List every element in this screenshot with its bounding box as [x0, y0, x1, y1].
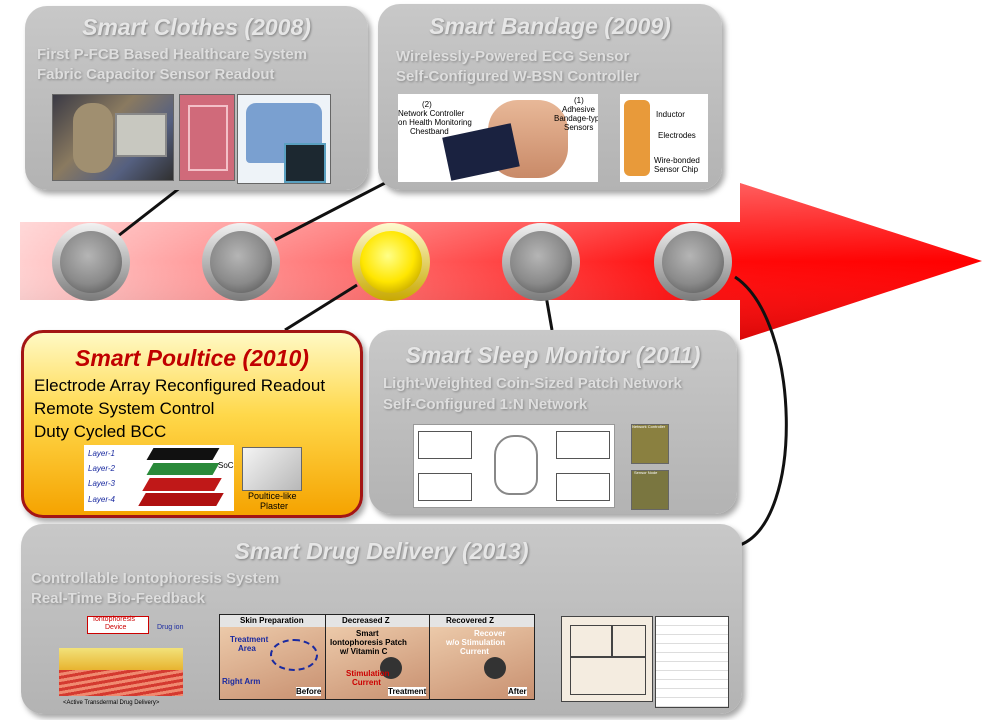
panel-line: Fabric Capacitor Sensor Readout: [37, 66, 275, 83]
connector-bandage: [274, 181, 386, 242]
shirt-photo: [237, 94, 331, 184]
timeline-node-2008: [52, 223, 130, 301]
panel-title: Smart Clothes (2008): [82, 14, 311, 40]
timeline-node-2011: [502, 223, 580, 301]
panel-line: Wirelessly-Powered ECG Sensor: [396, 48, 630, 65]
sensor-chip-photo: Inductor Electrodes Wire-bonded Sensor C…: [620, 94, 708, 182]
panel-smart-sleep-monitor: Smart Sleep Monitor (2011) Light-Weighte…: [369, 330, 737, 514]
sensor-node-chip: Sensor Node: [631, 470, 669, 510]
panel-line: Electrode Array Reconfigured Readout: [34, 376, 326, 395]
panel-title: Smart Drug Delivery (2013): [234, 538, 529, 564]
panel-smart-drug-delivery: Smart Drug Delivery (2013) Controllable …: [21, 524, 742, 714]
panel-line: First P-FCB Based Healthcare System: [37, 46, 308, 63]
panel-line: Self-Configured 1:N Network: [383, 396, 588, 413]
panel-line: Self-Configured W-BSN Controller: [396, 68, 640, 85]
panel-smart-poultice: Smart Poultice (2010) Electrode Array Re…: [21, 330, 363, 518]
treatment-photo-after: Recovered Z Recover w/o Stimulation Curr…: [429, 614, 535, 700]
panel-line: Remote System Control: [34, 399, 215, 418]
panel-line: Light-Weighted Coin-Sized Patch Network: [383, 375, 682, 392]
panel-smart-clothes: Smart Clothes (2008) First P-FCB Based H…: [25, 6, 368, 190]
poultice-layers-figure: Layer-1 Layer-2 Layer-3 Layer-4 SoC: [84, 445, 234, 511]
iontophoresis-diagram: Iontophoresis Device Drug ion <Active Tr…: [33, 614, 203, 710]
spec-table-figure: [655, 616, 729, 708]
connector-drug: [734, 275, 788, 547]
panel-title: Smart Bandage (2009): [429, 13, 671, 39]
arm-photo: (2) Network Controller on Health Monitor…: [398, 94, 598, 182]
network-controller-chip: Network Controller: [631, 424, 669, 464]
panel-line: Controllable Iontophoresis System: [31, 570, 280, 587]
sleep-monitor-figure: [413, 424, 615, 508]
panel-line: Real-Time Bio-Feedback: [31, 590, 205, 607]
panel-line: Duty Cycled BCC: [34, 422, 167, 441]
plaster-photo: [242, 447, 302, 491]
timeline-node-2009: [202, 223, 280, 301]
panel-title: Smart Poultice (2010): [75, 345, 309, 371]
chip-layout-figure: [561, 616, 653, 702]
circuit-board-photo: [179, 94, 235, 181]
panel-title: Smart Sleep Monitor (2011): [405, 342, 701, 368]
timeline-node-2010: [352, 223, 430, 301]
teddy-bear-photo: [52, 94, 174, 181]
panel-smart-bandage: Smart Bandage (2009) Wirelessly-Powered …: [378, 4, 722, 190]
treatment-photo-during: Decreased Z Smart Iontophoresis Patch w/…: [325, 614, 431, 700]
connector-poultice: [284, 283, 358, 332]
treatment-photo-before: Skin Preparation Treatment Area Right Ar…: [219, 614, 327, 700]
timeline-node-2013: [654, 223, 732, 301]
